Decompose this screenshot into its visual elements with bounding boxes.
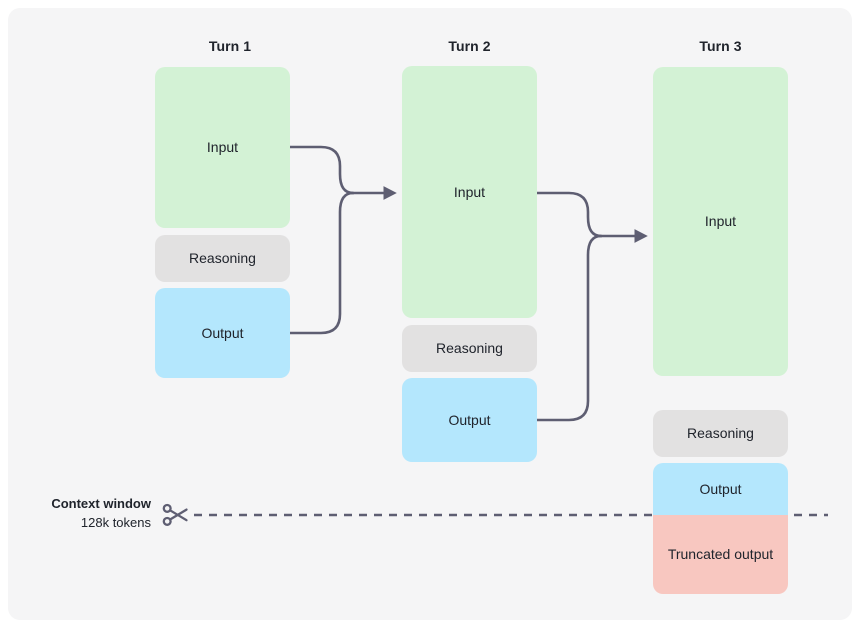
- turn2-input-block[interactable]: Input: [402, 66, 537, 318]
- turn1-output-block[interactable]: Output: [155, 288, 290, 378]
- context-window-label: Context window: [51, 496, 151, 511]
- context-window-value: 128k tokens: [80, 514, 151, 530]
- turn3-input-label: Input: [704, 213, 737, 230]
- turn2-reasoning-block[interactable]: Reasoning: [402, 325, 537, 372]
- turn2-input-label: Input: [453, 183, 486, 200]
- turn1-input-label: Input: [206, 139, 239, 156]
- turn-title-2: Turn 2: [448, 38, 491, 54]
- turn3-input-block[interactable]: Input: [653, 67, 788, 376]
- context-window-annotation: Context window 128k tokens: [8, 495, 151, 533]
- turn3-reasoning-block[interactable]: Reasoning: [653, 410, 788, 457]
- turn-title-3: Turn 3: [699, 38, 742, 54]
- turn3-output-block[interactable]: Output: [653, 463, 788, 515]
- turn1-reasoning-label: Reasoning: [189, 250, 256, 267]
- turn3-output-label: Output: [699, 480, 742, 497]
- turn2-output-label: Output: [448, 411, 491, 428]
- turn3-truncated-output-label: Truncated output: [667, 546, 774, 563]
- turn-title-1: Turn 1: [208, 38, 252, 54]
- turn3-truncated-output-block[interactable]: Truncated output: [653, 515, 788, 594]
- diagram-canvas: Turn 1 Input Reasoning Output Turn 2 Inp…: [8, 8, 852, 620]
- turn1-reasoning-block[interactable]: Reasoning: [155, 235, 290, 282]
- turn1-output-label: Output: [201, 324, 244, 341]
- turn2-reasoning-label: Reasoning: [436, 340, 503, 357]
- scissors-icon: [162, 503, 188, 526]
- turn3-reasoning-label: Reasoning: [687, 425, 754, 442]
- turn1-input-block[interactable]: Input: [155, 67, 290, 228]
- turn2-output-block[interactable]: Output: [402, 378, 537, 462]
